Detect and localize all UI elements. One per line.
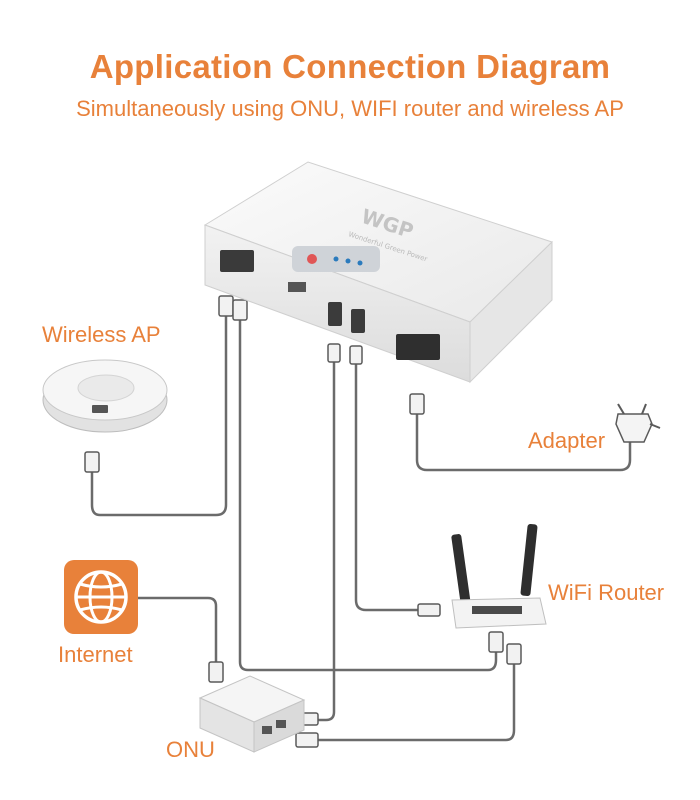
- label-wifi-router: WiFi Router: [548, 580, 665, 605]
- onu-port-1: [262, 726, 272, 734]
- ac-plug: [409, 393, 425, 415]
- ups-side-face: [469, 240, 553, 384]
- label-internet: Internet: [58, 642, 133, 667]
- diagram-title: Application Connection Diagram: [89, 48, 611, 85]
- label-onu: ONU: [166, 737, 215, 762]
- ups-led-3: [357, 260, 363, 266]
- ups-ac-port: [396, 334, 440, 360]
- router-antenna-right: [520, 523, 538, 597]
- globe-icon: [64, 560, 138, 634]
- ups-led-2: [345, 258, 351, 264]
- cable-dc-to-router: [354, 360, 422, 612]
- connectors: [84, 295, 522, 748]
- cable-dc-to-onu: [316, 358, 336, 722]
- diagram-subtitle: Simultaneously using ONU, WIFI router an…: [76, 96, 624, 121]
- dc-plug-1: [327, 343, 341, 363]
- onu-device: [198, 675, 306, 753]
- rj45-plug-router-2: [506, 643, 522, 665]
- cable-adapter: [415, 410, 632, 472]
- router-antenna-left: [451, 534, 471, 606]
- cables: [90, 298, 632, 742]
- ups-dc-port-1: [328, 302, 342, 326]
- wireless-ap-device: [42, 359, 168, 433]
- ups-led-1: [333, 256, 339, 262]
- wifi-router-device: [451, 523, 547, 629]
- ap-port: [92, 405, 108, 413]
- cable-onu-to-router: [314, 660, 516, 742]
- ups-usb-port: [288, 282, 306, 292]
- ups-dc-port-2: [351, 309, 365, 333]
- cable-ups-to-ap: [90, 298, 228, 517]
- rj45-plug-router-1: [488, 631, 504, 653]
- rj45-plug-ap: [84, 451, 100, 473]
- dc-plug-router: [417, 603, 441, 617]
- rj45-plug-ups-2: [232, 299, 248, 321]
- router-ports: [472, 606, 522, 614]
- label-wireless-ap: Wireless AP: [42, 322, 161, 347]
- onu-port-2: [276, 720, 286, 728]
- rj45-plug-ups-1: [218, 295, 234, 317]
- ups-power-button: [307, 254, 317, 264]
- cable-ups-to-router-lan: [238, 316, 498, 672]
- rj45-plug-onu-in: [208, 661, 224, 683]
- power-plug-icon: [615, 403, 661, 443]
- mini-ups-unit: WGP Wonderful Green Power: [203, 161, 553, 384]
- label-adapter: Adapter: [528, 428, 606, 453]
- rj45-plug-onu-out: [295, 732, 319, 748]
- ups-rj45-port: [220, 250, 254, 272]
- dc-plug-2: [349, 345, 363, 365]
- ap-center-disc: [77, 374, 135, 402]
- cable-internet-to-onu: [136, 596, 218, 666]
